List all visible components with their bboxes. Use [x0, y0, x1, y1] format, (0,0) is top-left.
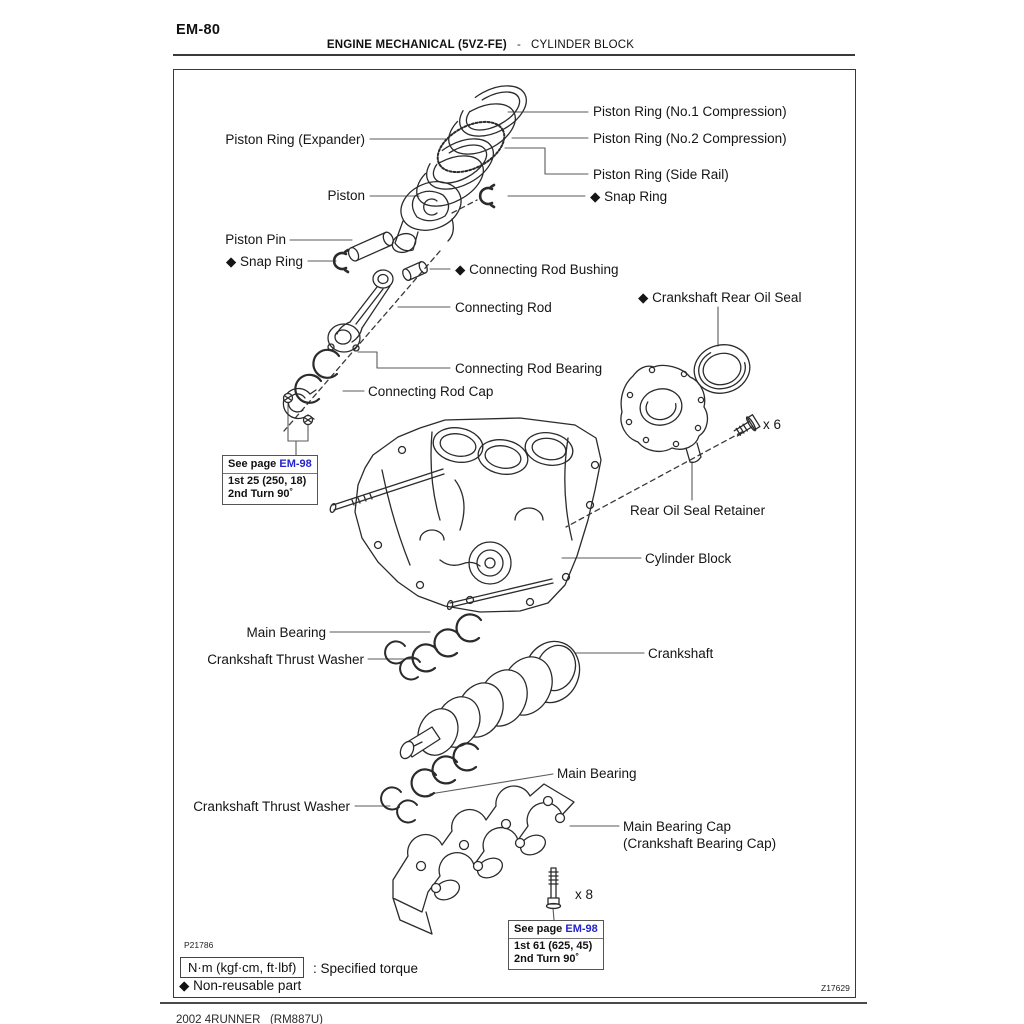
- header-separator: -: [516, 39, 521, 51]
- callout-main-bearing-cap: Main Bearing Cap: [623, 819, 732, 834]
- figure-code-right: Z17629: [821, 983, 850, 993]
- callout-cylinder-block: Cylinder Block: [645, 551, 732, 566]
- header-title: ENGINE MECHANICAL (5VZ-FE): [326, 39, 507, 51]
- cylinder-block-art: [329, 417, 602, 613]
- nonreusable-note: ◆ Non-reusable part: [179, 978, 302, 993]
- callout-x6-count: x 6: [763, 417, 782, 432]
- torque-box-main-bearing-cap: See page EM-98 1st 61 (625, 45) 2nd Turn…: [508, 920, 604, 970]
- page-header: ENGINE MECHANICAL (5VZ-FE)-CYLINDER BLOC…: [139, 39, 822, 51]
- callout-thrust-washer-upper: Crankshaft Thrust Washer: [207, 652, 364, 667]
- callout-piston-ring-side-rail: Piston Ring (Side Rail): [593, 167, 729, 182]
- footer-rule: [160, 1002, 867, 1004]
- rod-bolts-art: [282, 392, 314, 426]
- callout-connecting-rod: Connecting Rod: [455, 300, 552, 315]
- callout-x8-count: x 8: [575, 887, 594, 902]
- callout-main-bearing-lower: Main Bearing: [557, 766, 637, 781]
- header-rule: [173, 54, 855, 56]
- torque-symbol-meaning: : Specified torque: [313, 961, 419, 976]
- callout-snap-ring-right: ◆ Snap Ring: [590, 189, 668, 204]
- footer-text: 2002 4RUNNER (RM887U): [176, 1014, 323, 1024]
- header-section: CYLINDER BLOCK: [530, 39, 635, 51]
- piston-pin-art: [347, 231, 394, 262]
- callout-piston-pin: Piston Pin: [225, 232, 286, 247]
- callout-rear-oil-seal: ◆ Crankshaft Rear Oil Seal: [638, 290, 802, 305]
- em98-link[interactable]: EM-98: [565, 923, 598, 935]
- callout-snap-ring-left: ◆ Snap Ring: [225, 254, 303, 269]
- callout-rod-cap: Connecting Rod Cap: [368, 384, 494, 399]
- turn-value: 2nd Turn 90˚: [228, 488, 294, 500]
- torque-value: 1st 25 (250, 18): [228, 474, 307, 487]
- callout-crankshaft-bearing-cap: (Crankshaft Bearing Cap): [623, 836, 777, 851]
- torque-value: 1st 61 (625, 45): [514, 939, 593, 952]
- rod-bearings-art: [294, 348, 341, 404]
- figure-code-left: P21786: [184, 940, 214, 950]
- snap-ring-left-art: [332, 248, 350, 274]
- callout-main-bearing-upper: Main Bearing: [246, 625, 326, 640]
- piston-rings-art: [416, 85, 527, 207]
- callout-piston-ring-no1: Piston Ring (No.1 Compression): [593, 104, 787, 119]
- rear-oil-seal-art: [693, 344, 751, 394]
- retainer-bolt-art: [733, 414, 761, 437]
- callout-piston: Piston: [327, 188, 365, 203]
- oil-seal-retainer-art: [620, 364, 709, 464]
- torque-box-connecting-rod: See page EM-98 1st 25 (250, 18) 2nd Turn…: [222, 455, 318, 505]
- callout-piston-ring-no2: Piston Ring (No.2 Compression): [593, 131, 787, 146]
- dashed-lines: [283, 199, 743, 528]
- main-bearings-upper-art: [411, 613, 483, 673]
- crankshaft-art: [399, 640, 581, 760]
- main-bearings-lower-art: [410, 742, 480, 798]
- see-page-label: See page: [514, 923, 563, 935]
- callout-crankshaft: Crankshaft: [648, 646, 714, 661]
- main-bearing-cap-art: [392, 783, 575, 935]
- leader-lines: [287, 111, 719, 921]
- callout-thrust-washer-lower: Crankshaft Thrust Washer: [193, 799, 350, 814]
- thrust-washers-upper-art: [384, 640, 421, 681]
- cap-bolt-art: [545, 867, 562, 910]
- connecting-rod-art: [327, 269, 394, 353]
- callout-oil-seal-retainer: Rear Oil Seal Retainer: [630, 503, 766, 518]
- callout-rod-bearing: Connecting Rod Bearing: [455, 361, 603, 376]
- thrust-washers-lower-art: [380, 786, 418, 824]
- see-page-label: See page: [228, 458, 277, 470]
- snap-ring-right-art: [478, 183, 496, 209]
- callout-rod-bushing: ◆ Connecting Rod Bushing: [455, 262, 619, 277]
- figure-frame: [173, 69, 856, 998]
- turn-value: 2nd Turn 90˚: [514, 953, 580, 965]
- em98-link[interactable]: EM-98: [279, 458, 312, 470]
- rod-bushing-art: [402, 261, 428, 281]
- torque-symbol-box: N·m (kgf·cm, ft·lbf): [180, 957, 305, 978]
- page-number: EM-80: [176, 22, 221, 38]
- callout-piston-ring-expander: Piston Ring (Expander): [225, 132, 365, 147]
- piston-art: [391, 181, 462, 254]
